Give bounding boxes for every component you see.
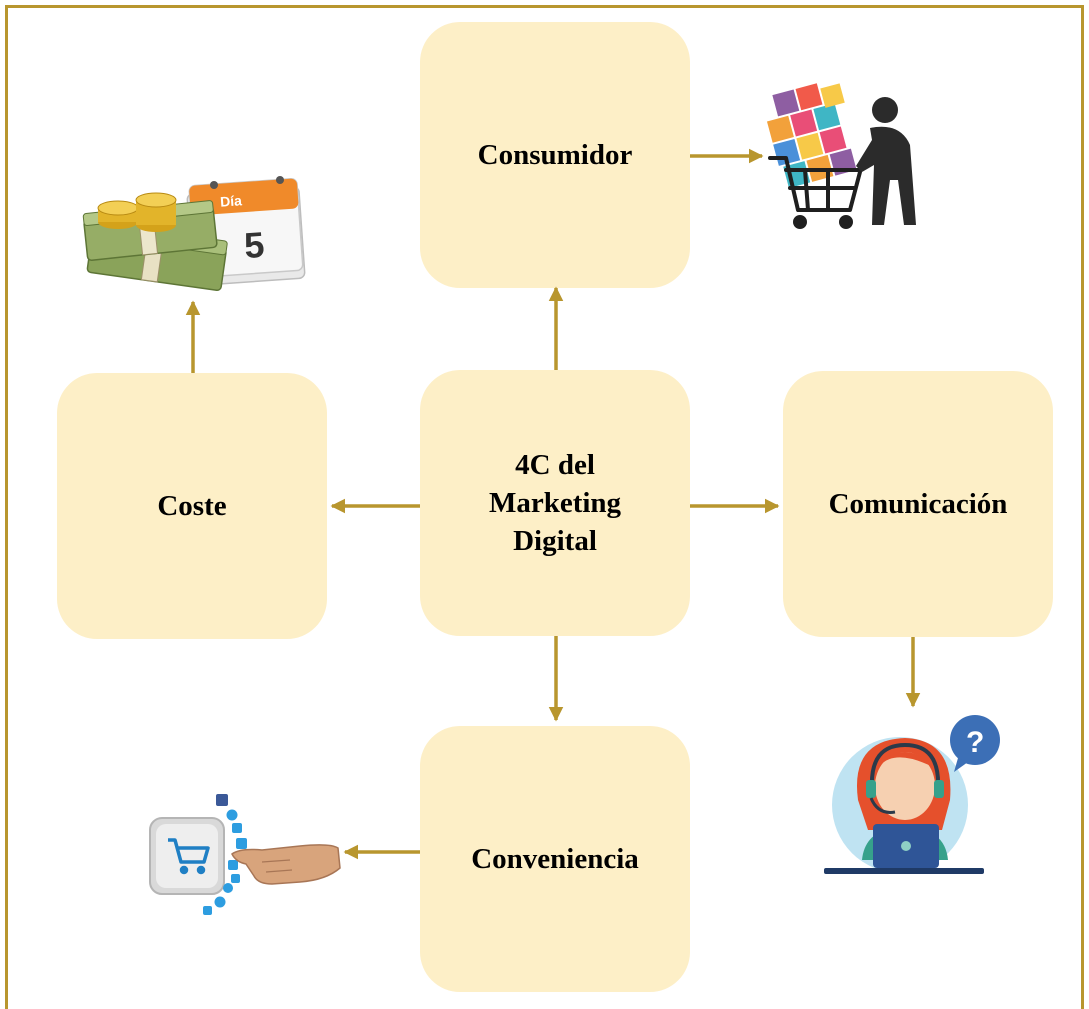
social-icons [203, 794, 247, 915]
node-coste-label: Coste [157, 490, 227, 522]
question-bubble-icon: ? [950, 715, 1000, 772]
cart-icon [768, 156, 862, 229]
node-comunicacion-label: Comunicación [828, 488, 1008, 520]
node-conveniencia-label: Conveniencia [471, 843, 639, 875]
gold-coins-icon [97, 192, 177, 232]
center-label-line-1: 4C del [515, 449, 595, 481]
diagram-frame [5, 5, 1084, 1009]
center-label-line-2: Marketing [488, 487, 622, 519]
center-label-line-3: Digital [513, 525, 597, 557]
node-consumidor: Consumidor [420, 22, 690, 288]
center-label: 4C del Marketing Digital [489, 446, 621, 560]
svg-text:?: ? [966, 726, 984, 759]
person-icon [856, 97, 916, 225]
node-coste: Coste [57, 373, 327, 639]
node-consumidor-label: Consumidor [477, 139, 633, 171]
cart-glyph-icon [168, 838, 210, 875]
node-center: 4C del Marketing Digital [420, 370, 690, 636]
node-comunicacion: Comunicación [783, 371, 1053, 637]
pointing-hand-icon [231, 844, 341, 885]
calendar-month-label: Día [220, 192, 243, 209]
node-conveniencia: Conveniencia [420, 726, 690, 992]
calendar-day-number: 5 [243, 224, 266, 266]
